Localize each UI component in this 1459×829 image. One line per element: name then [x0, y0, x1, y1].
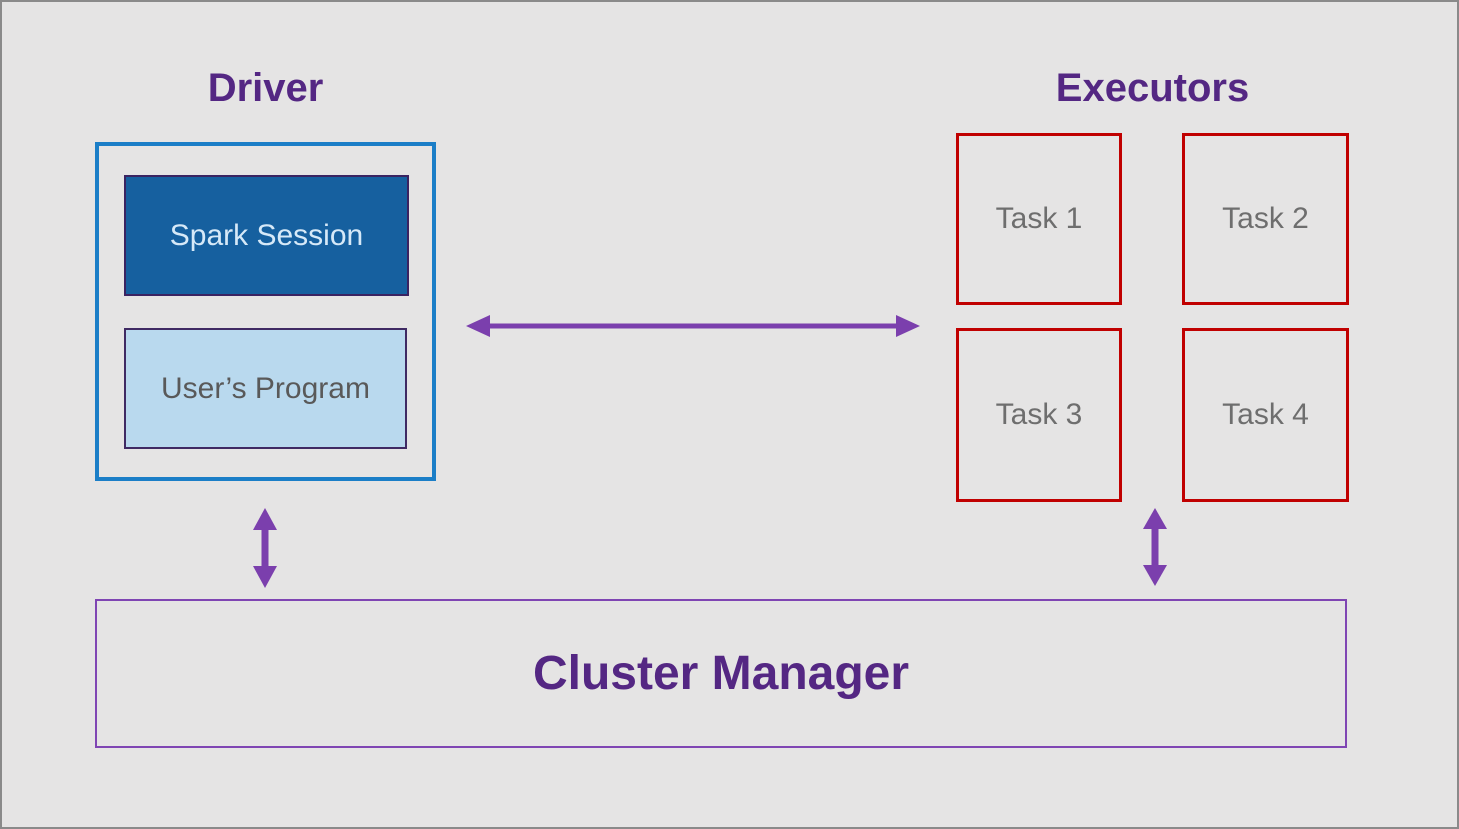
cluster-manager-box: Cluster Manager [95, 599, 1347, 748]
task-2-label: Task 2 [1222, 202, 1309, 235]
driver-executors-arrow-icon [466, 315, 920, 337]
cluster-manager-label: Cluster Manager [532, 647, 910, 700]
task-1-box: Task 1 [956, 133, 1122, 305]
driver-cluster-arrow-icon [253, 508, 277, 588]
users-program-box: User’s Program [124, 328, 407, 449]
task-3-box: Task 3 [956, 328, 1122, 502]
spark-session-box: Spark Session [124, 175, 409, 296]
task-2-box: Task 2 [1182, 133, 1349, 305]
executors-title: Executors [1055, 66, 1250, 110]
driver-title: Driver [207, 66, 324, 110]
task-1-label: Task 1 [995, 202, 1083, 235]
driver-box [95, 142, 436, 481]
users-program-label: User’s Program [161, 371, 370, 405]
task-4-box: Task 4 [1182, 328, 1349, 502]
executors-cluster-arrow-icon [1143, 508, 1167, 586]
spark-session-label: Spark Session [169, 218, 364, 252]
task-3-label: Task 3 [995, 398, 1083, 431]
task-4-label: Task 4 [1222, 398, 1309, 431]
